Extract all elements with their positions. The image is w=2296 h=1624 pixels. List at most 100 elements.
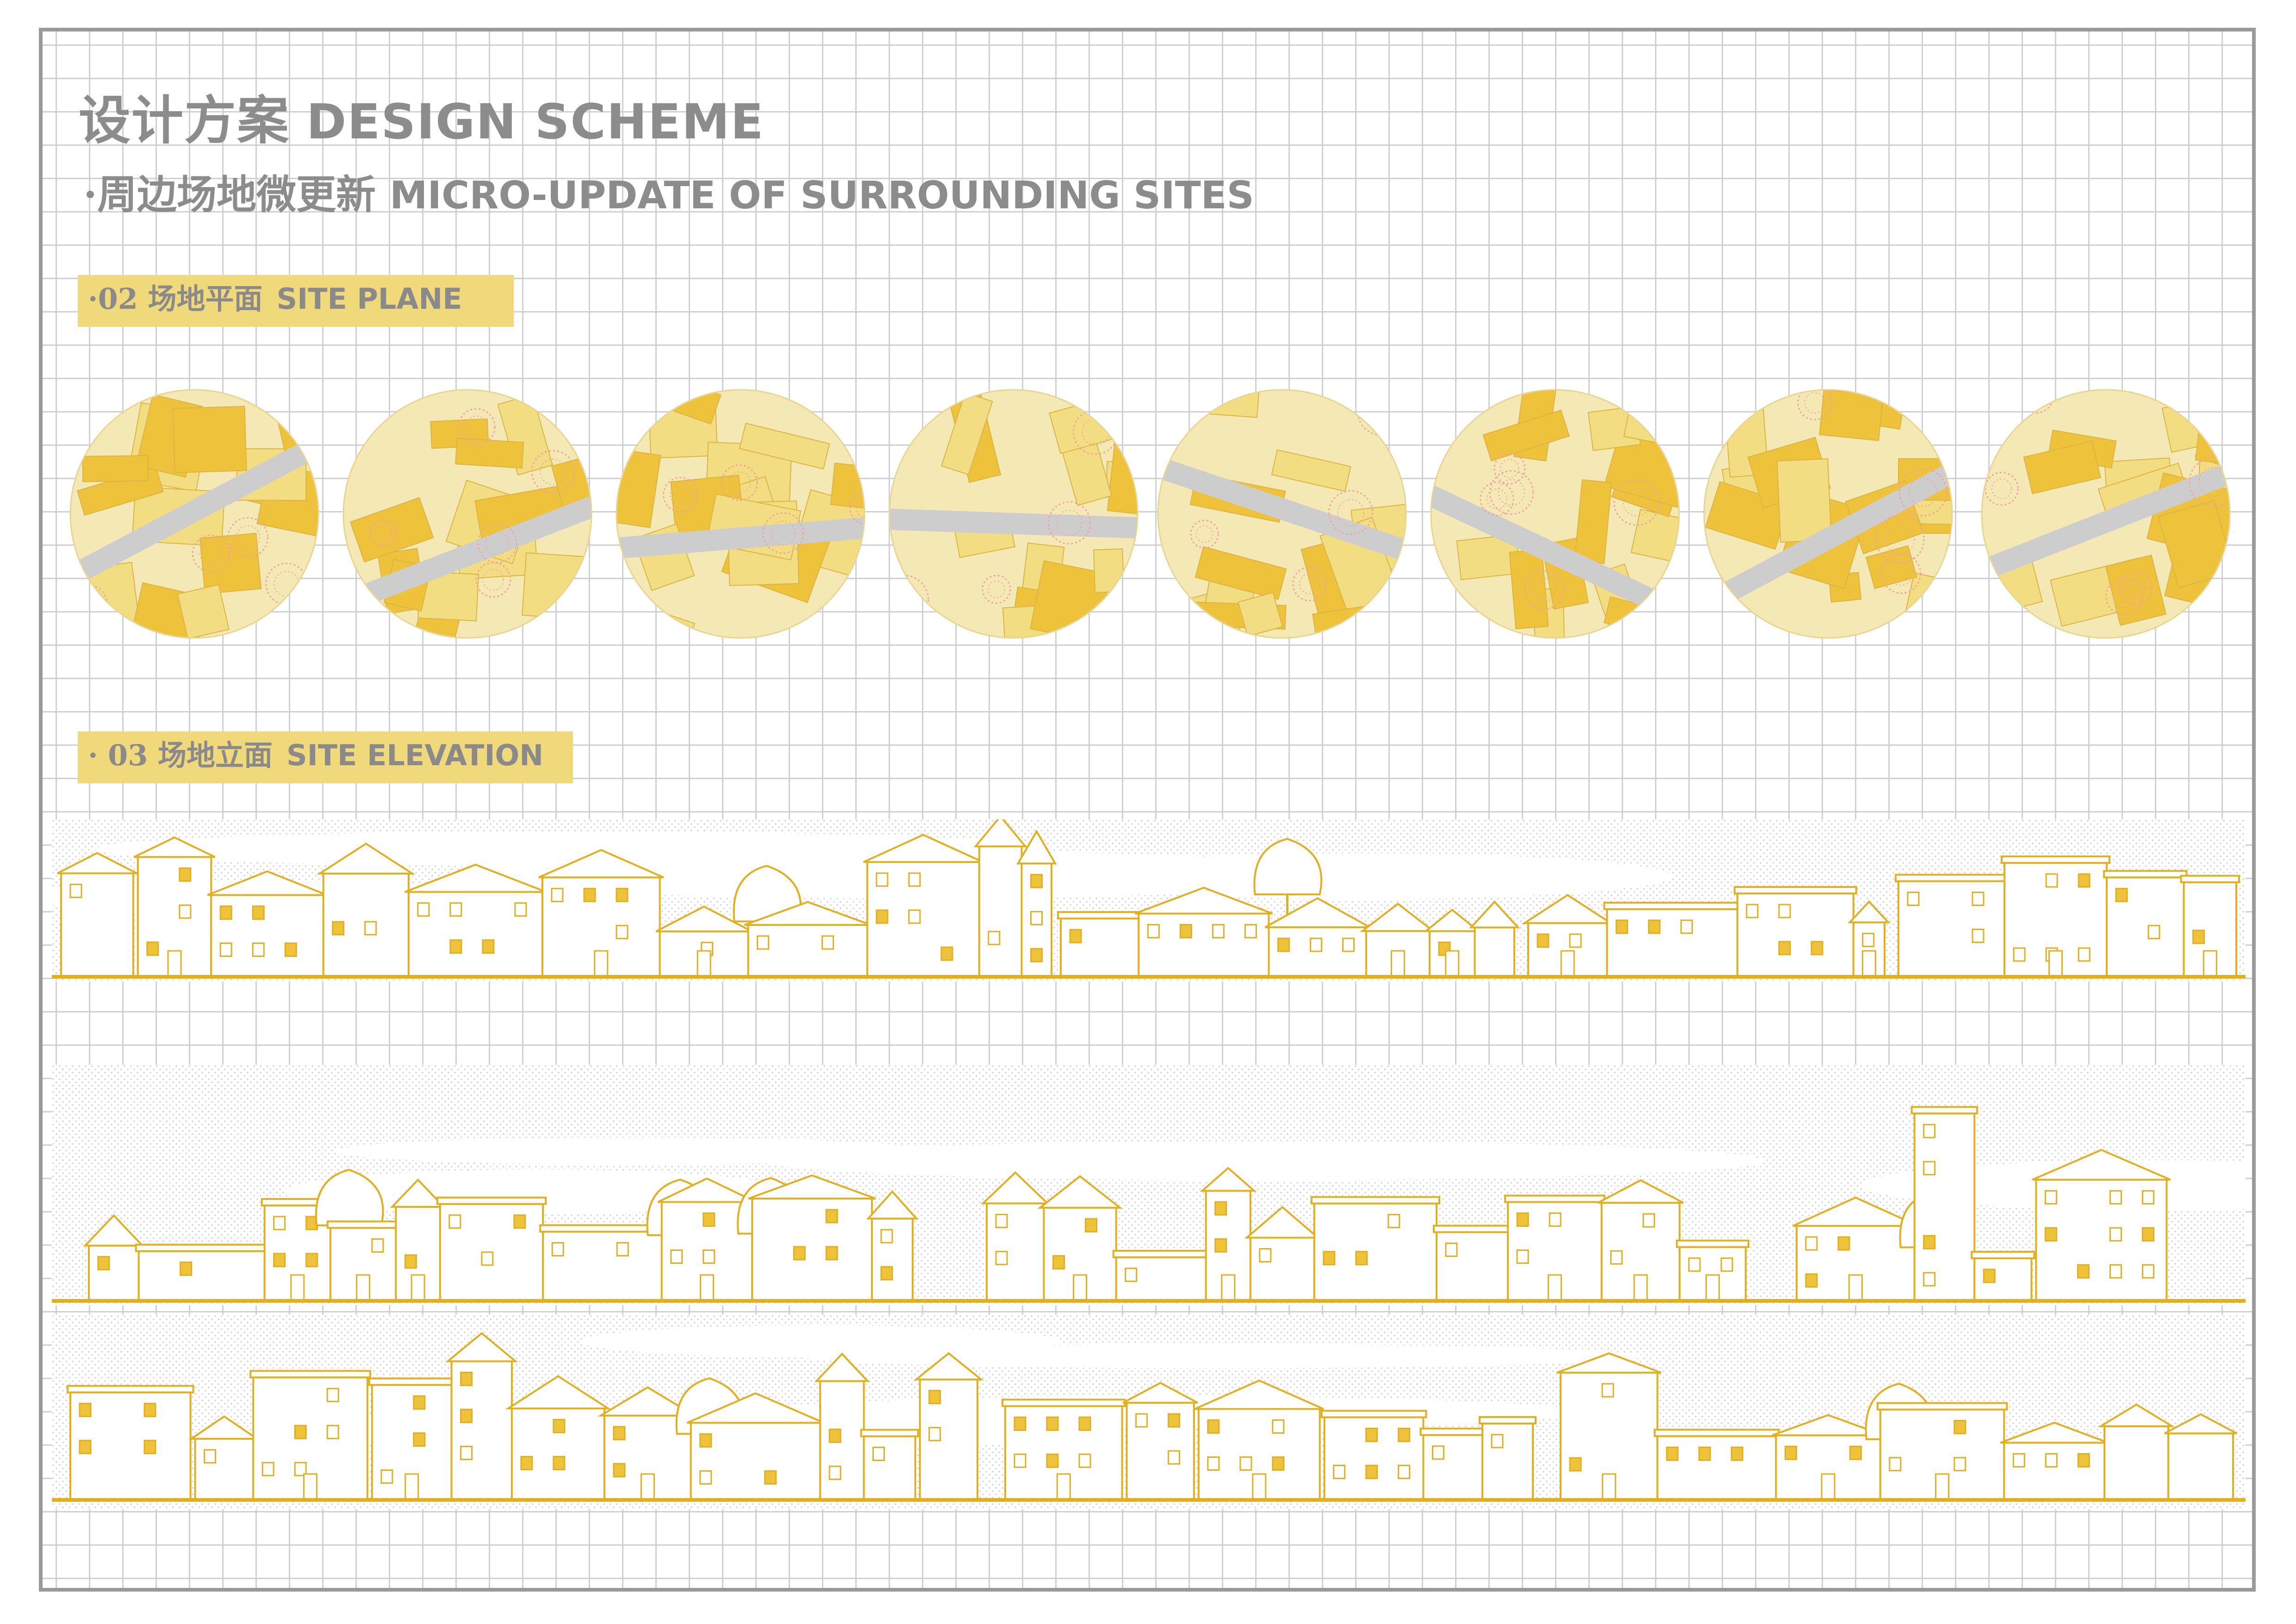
section-label-site-plane-cn: ·02 场地平面 <box>88 282 263 316</box>
plan-tree-canopy-inner <box>1486 488 1507 510</box>
building-window <box>1239 1456 1252 1471</box>
elevation-building <box>1122 1382 1198 1501</box>
building-parapet <box>1895 874 2009 882</box>
building-window <box>553 1455 566 1470</box>
building-window <box>449 902 462 917</box>
elevation-building <box>1504 1194 1605 1302</box>
elevation-building <box>1200 1167 1257 1302</box>
plan-tree-canopy-inner <box>844 392 865 420</box>
plan-building-block <box>1482 409 1570 462</box>
plan-tree-canopy <box>849 491 865 525</box>
elevation-building <box>404 863 547 978</box>
plan-circle-outline <box>1703 389 1953 639</box>
building-parapet <box>860 1429 919 1437</box>
building-window <box>928 1427 941 1442</box>
building-window <box>1778 941 1791 956</box>
building-facade <box>1481 1422 1534 1501</box>
building-facade <box>194 1437 255 1501</box>
plan-building-block <box>1238 592 1283 637</box>
building-roof <box>316 843 416 875</box>
building-window <box>828 1428 841 1443</box>
building-roof <box>1848 900 1891 924</box>
plan-building-block <box>172 406 247 474</box>
page-title-en: DESIGN SCHEME <box>306 94 765 150</box>
building-window <box>1907 892 1920 906</box>
page-subtitle-en: MICRO-UPDATE OF SURROUNDING SITES <box>389 174 1254 218</box>
building-roof <box>57 852 137 874</box>
building-roof <box>814 1352 870 1382</box>
building-window <box>1310 937 1323 952</box>
building-window <box>825 1209 838 1224</box>
elevation-building <box>67 1385 194 1501</box>
building-window <box>305 1253 318 1268</box>
elevation-building <box>2001 855 2111 978</box>
building-window <box>1147 924 1160 938</box>
building-window <box>2078 873 2091 888</box>
building-door <box>303 1473 318 1501</box>
building-parapet <box>249 1370 371 1379</box>
plan-building-block <box>2158 500 2230 588</box>
building-window <box>928 1390 941 1405</box>
building-facade <box>1268 926 1367 978</box>
plan-tree-canopy-inner <box>1337 499 1364 526</box>
building-window <box>1365 1464 1378 1479</box>
elevation-row-2 <box>52 1065 2246 1305</box>
elevation-building <box>135 1243 268 1302</box>
building-window <box>1811 941 1823 956</box>
plan-tree-canopy-inner <box>1623 488 1651 517</box>
site-plan-circle-1 <box>69 389 319 639</box>
elevation-building <box>1734 886 1857 978</box>
building-window <box>404 1254 417 1269</box>
page-title-cn: 设计方案 <box>79 90 290 151</box>
building-roof <box>445 1332 518 1362</box>
plan-tree-canopy <box>227 517 268 558</box>
building-window <box>1837 1236 1850 1251</box>
building-door <box>1560 950 1575 978</box>
building-window <box>1954 1420 1966 1435</box>
plan-tree-canopy-inner <box>2113 585 2136 608</box>
elevation-row-3 <box>52 1315 2246 1509</box>
building-window <box>1569 933 1582 948</box>
plan-circle-outline <box>1157 389 1407 639</box>
building-window <box>988 931 1001 945</box>
building-roof <box>390 1178 446 1208</box>
plan-tree-canopy-inner <box>1804 392 1825 414</box>
building-roof <box>655 906 753 932</box>
plan-tree-canopy <box>1493 452 1526 485</box>
elevation-cloud-band <box>580 1325 1059 1357</box>
site-plan-content <box>890 390 1138 638</box>
elevation-building <box>2097 1403 2176 1501</box>
building-parapet <box>1876 1402 2008 1411</box>
building-window <box>1259 1248 1272 1263</box>
building-window <box>1601 1383 1614 1398</box>
building-window <box>699 1470 712 1485</box>
building-window <box>1445 1243 1458 1257</box>
building-parapet <box>1910 1106 1979 1115</box>
elevation-tree-canopy <box>315 1168 384 1226</box>
plan-road <box>616 512 865 563</box>
building-window <box>616 1242 629 1257</box>
building-roof <box>2032 1149 2171 1181</box>
building-roof <box>505 1375 611 1410</box>
building-roof <box>1792 1196 1919 1227</box>
building-window <box>1388 1214 1400 1229</box>
elevation-building <box>981 1171 1050 1302</box>
building-door <box>404 1473 419 1501</box>
building-window <box>1730 1446 1743 1461</box>
plan-tree-canopy <box>2105 577 2144 616</box>
elevation-building <box>1037 1175 1123 1302</box>
building-window <box>1323 1251 1336 1266</box>
building-roof <box>744 901 871 926</box>
building-window <box>1549 1212 1562 1227</box>
plan-tree-canopy <box>2018 390 2054 414</box>
elevation-building <box>1195 1379 1324 1501</box>
site-plan-circle-6 <box>1430 389 1680 639</box>
plan-tree-canopy-inner <box>2025 390 2047 407</box>
building-roof <box>1360 902 1436 932</box>
plan-building-block <box>1865 545 1917 589</box>
plan-tree-canopy-inner <box>1933 403 1952 425</box>
building-window <box>364 921 377 936</box>
building-window <box>1954 1457 1966 1472</box>
building-window <box>880 1266 893 1280</box>
